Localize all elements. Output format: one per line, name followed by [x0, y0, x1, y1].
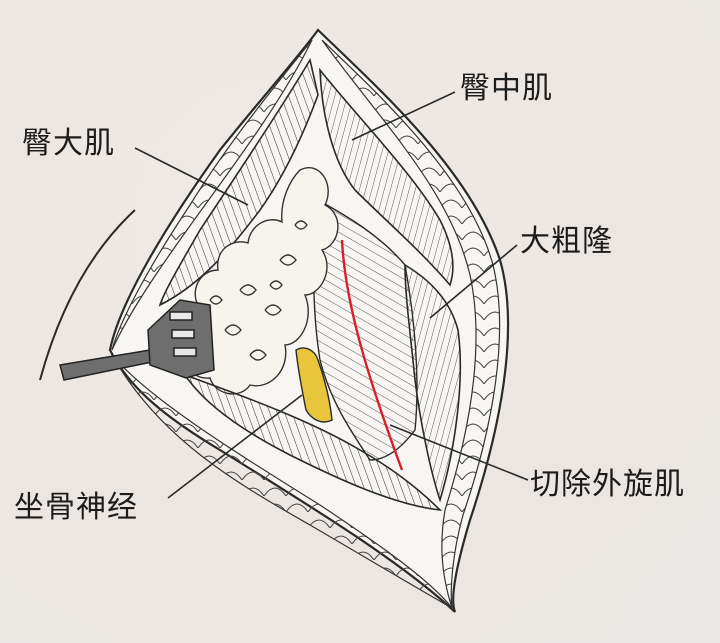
bottom-fat-band [111, 354, 453, 609]
greater-trochanter-muscle [404, 263, 462, 503]
leader-sciatic-nerve [167, 394, 303, 499]
label-gluteus-maximus: 臀大肌 [22, 126, 115, 161]
incision-line [340, 239, 404, 471]
gluteus-maximus-flap [158, 57, 319, 307]
sciatic-nerve [295, 347, 333, 423]
label-sciatic-nerve: 坐骨神经 [14, 490, 138, 525]
leader-gluteus-medius [351, 91, 456, 141]
leader-greater-trochanter [429, 244, 518, 319]
external-rotators-muscle [313, 198, 418, 461]
label-greater-trochanter: 大粗隆 [520, 224, 613, 259]
retractor [59, 299, 215, 381]
leader-gluteus-maximus [134, 147, 249, 206]
thigh-outline [39, 209, 136, 381]
label-excised-external-rotators: 切除外旋肌 [530, 467, 685, 502]
lower-muscle-flap [182, 373, 443, 512]
gluteus-medius-muscle [319, 67, 454, 287]
left-fat-band [111, 39, 313, 351]
leader-excised-rotators [389, 424, 529, 481]
label-gluteus-medius: 臀中肌 [460, 71, 553, 106]
